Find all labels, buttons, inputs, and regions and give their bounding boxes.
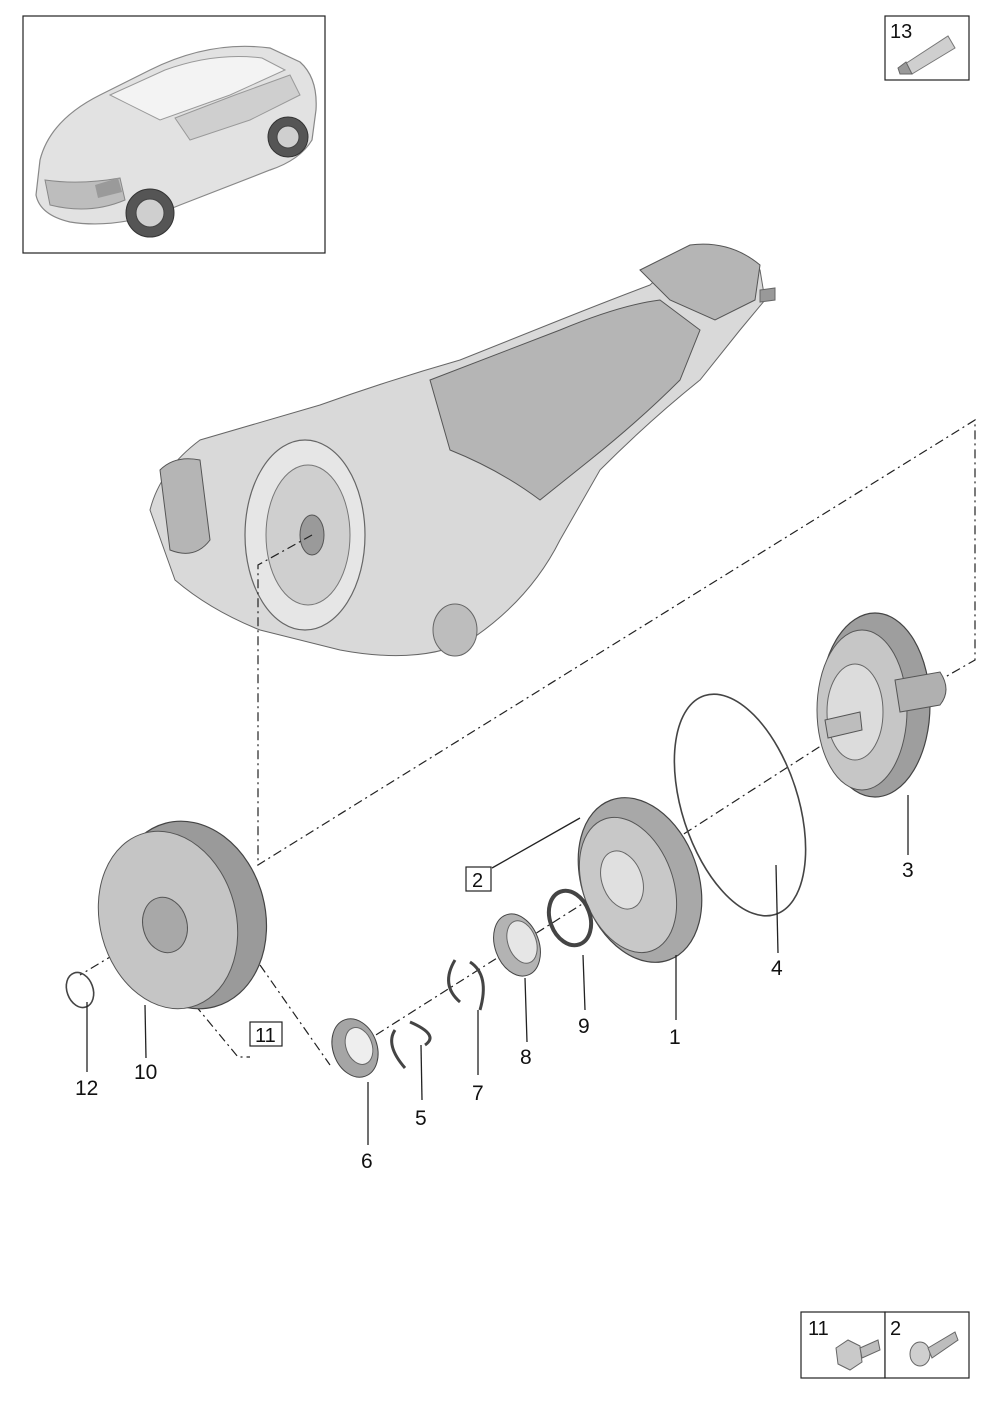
bolt-11-icon [835, 1339, 881, 1371]
transmission-assembly [149, 243, 776, 657]
part-4-o-ring [673, 693, 807, 917]
callout-labels: 1 3 4 5 6 7 8 9 10 12 [75, 859, 914, 1173]
part-7-snap-ring [447, 959, 485, 1011]
callout-12: 12 [75, 1077, 98, 1100]
suv-illustration [35, 45, 317, 238]
part-6-shaft-seal [331, 1018, 379, 1078]
callout-5: 5 [415, 1107, 427, 1130]
part-1-pump-housing [577, 797, 703, 963]
callout-9: 9 [578, 1015, 590, 1038]
part-10-torque-converter [97, 820, 268, 1010]
bolt-2-label: 2 [890, 1318, 901, 1340]
ref-box-11: 11 [249, 1021, 283, 1047]
item-13-box: 13 [884, 15, 970, 81]
callout-4: 4 [771, 957, 783, 980]
part-5-snap-ring [390, 1020, 432, 1069]
callout-10: 10 [134, 1061, 157, 1084]
part-3-clutch-drum [816, 612, 947, 798]
callout-3: 3 [902, 859, 914, 882]
ref-box-2: 2 [465, 866, 492, 892]
part-9-ring [546, 888, 594, 948]
callout-1: 1 [669, 1026, 681, 1049]
bolt-11-label: 11 [808, 1318, 829, 1340]
callout-6: 6 [361, 1150, 373, 1173]
vehicle-thumbnail [22, 15, 326, 254]
part-8-seal [493, 913, 541, 977]
leader-lines [86, 795, 909, 1145]
ref-box-11-label: 11 [255, 1025, 276, 1047]
bolt-legend: 11 2 [800, 1311, 970, 1379]
bolt-2-icon [909, 1331, 959, 1367]
callout-7: 7 [472, 1082, 484, 1105]
part-12-circlip [65, 971, 95, 1009]
sealant-tube-icon [897, 35, 956, 75]
ref-box-2-label: 2 [472, 870, 483, 892]
callout-8: 8 [520, 1046, 532, 1069]
item-13-label: 13 [890, 21, 912, 43]
